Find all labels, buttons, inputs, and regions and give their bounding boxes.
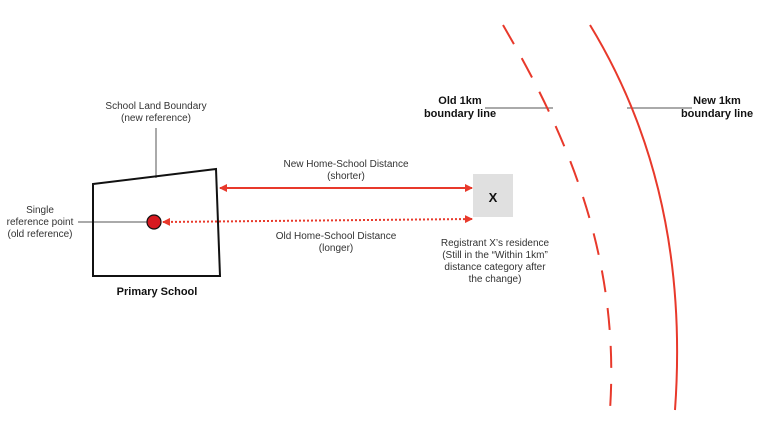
residence-marker: X (489, 190, 498, 205)
old-boundary-label: Old 1km boundary line (423, 95, 497, 120)
school-land-boundary-label: School Land Boundary (new reference) (105, 101, 207, 124)
residence-box (473, 174, 513, 217)
new-boundary-label: New 1km boundary line (680, 95, 754, 120)
old-distance-arrow (162, 215, 473, 226)
reference-point-label: Single reference point (old reference) (6, 205, 74, 240)
new-boundary-line (589, 24, 679, 411)
old-boundary-line (502, 24, 613, 411)
old-distance-label: Old Home-School Distance (longer) (275, 231, 397, 254)
school-land-boundary (92, 167, 222, 277)
new-distance-label: New Home-School Distance (shorter) (283, 159, 409, 182)
reference-point-dot (146, 214, 162, 230)
school-name: Primary School (116, 286, 198, 298)
residence-caption: Registrant X’s residence (Still in the “… (440, 238, 550, 285)
